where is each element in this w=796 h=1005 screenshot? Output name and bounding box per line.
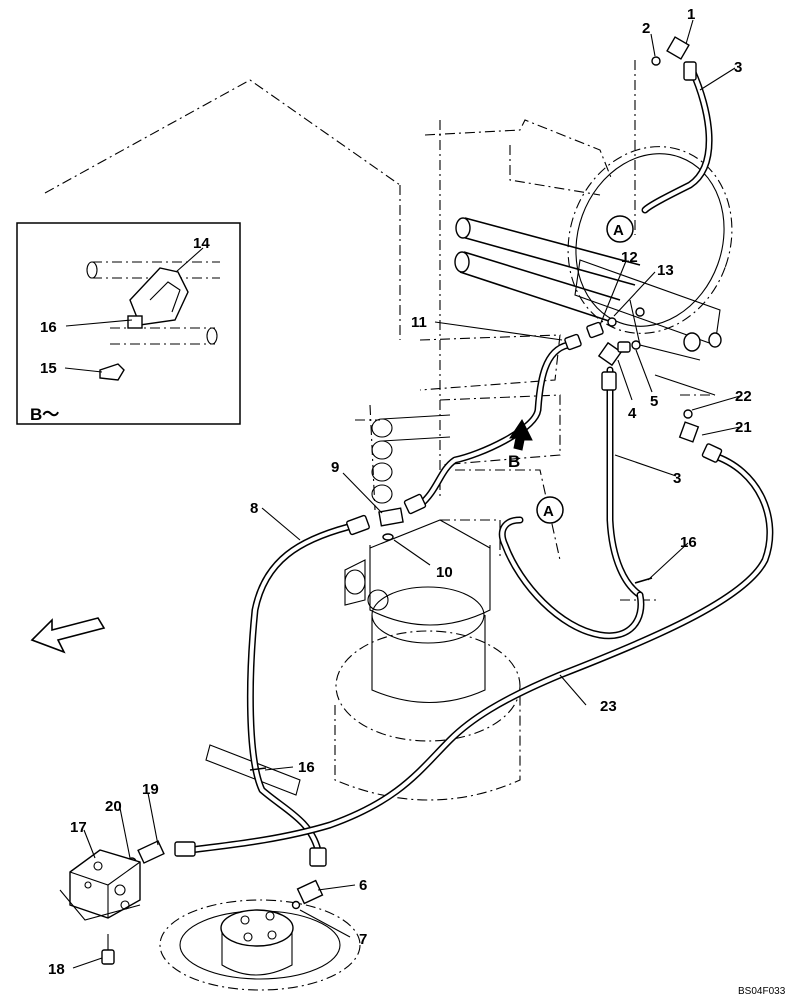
pilot-valve-block: [371, 217, 722, 504]
drawing-code: BS04F033: [738, 986, 786, 997]
part-label-8: 8: [250, 500, 258, 517]
part-label-7: 7: [359, 931, 367, 948]
part-label-22: 22: [735, 388, 752, 405]
part-label-5: 5: [650, 393, 658, 410]
part-label-21: 21: [735, 419, 752, 436]
part-label-15: 15: [40, 360, 57, 377]
view-b-arrow-icon: [509, 419, 533, 451]
hose-23: [186, 451, 774, 854]
part-label-9: 9: [331, 459, 339, 476]
part-label-10: 10: [436, 564, 453, 581]
machine-outline: [44, 60, 733, 991]
callout-a-upper: A: [606, 215, 634, 243]
hose-11: [416, 341, 572, 509]
hose-3-upper: [641, 66, 713, 214]
front-direction-arrow-icon: [30, 617, 106, 654]
part-label-19: 19: [142, 781, 159, 798]
part-label-12: 12: [621, 249, 638, 266]
fittings: [127, 36, 723, 910]
svg-text:A: A: [613, 222, 624, 239]
part-label-20: 20: [105, 798, 122, 815]
part-label-17: 17: [70, 819, 87, 836]
detail-b-caption: B～: [30, 405, 59, 424]
part-label-23: 23: [600, 698, 617, 715]
part-label-11: 11: [411, 314, 427, 331]
part-label-3-upper: 3: [734, 59, 742, 76]
part-label-16-detail: 16: [40, 319, 57, 336]
leader-lines: [64, 19, 741, 969]
part-label-4: 4: [628, 405, 637, 422]
part-label-14: 14: [193, 235, 210, 252]
part-label-3-lower: 3: [673, 470, 681, 487]
junction-block-17: [59, 849, 141, 965]
part-label-16-right: 16: [680, 534, 697, 551]
part-label-6: 6: [359, 877, 367, 894]
callout-a-lower: A: [536, 496, 564, 524]
part-number-labels: 1 2 3 3 4 5 6 7 8 9 10 11 12 13 14 15 16…: [40, 6, 752, 978]
svg-text:A: A: [543, 503, 554, 520]
detail-b-inset: B～: [16, 222, 241, 425]
part-label-13: 13: [657, 262, 674, 279]
hose-3-lower: [498, 366, 645, 640]
part-label-16-left: 16: [298, 759, 315, 776]
view-b-arrow-label: B: [508, 452, 520, 471]
hose-8: [246, 523, 352, 854]
part-label-18: 18: [48, 961, 65, 978]
part-label-1: 1: [687, 6, 695, 23]
part-label-2: 2: [642, 20, 650, 37]
